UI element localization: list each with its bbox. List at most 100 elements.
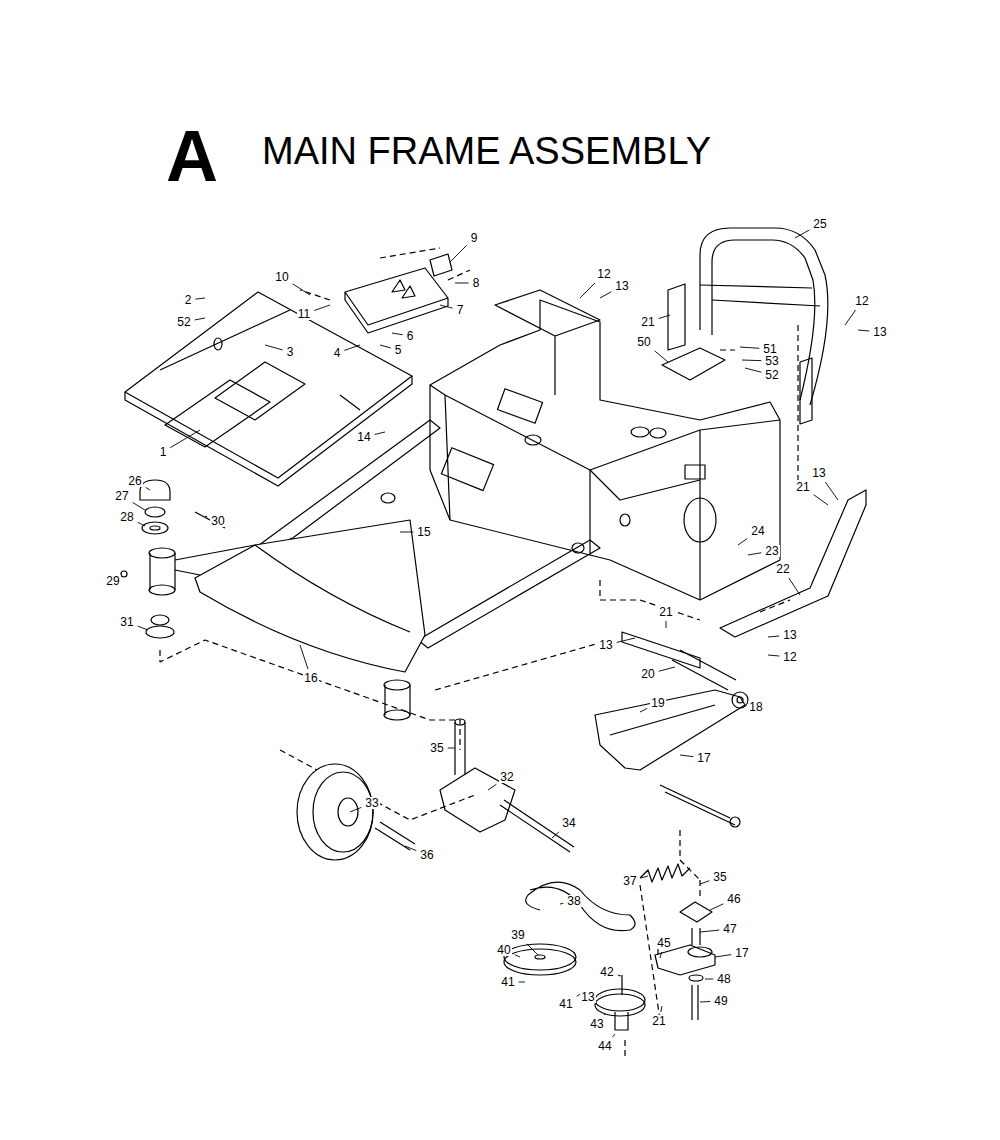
leader-line — [527, 944, 538, 955]
callout-number: 50 — [636, 336, 651, 348]
leader-line — [440, 305, 453, 308]
leader-line — [655, 351, 668, 362]
callout-number: 11 — [297, 308, 311, 320]
leader-line — [604, 1014, 606, 1015]
section-letter: A — [166, 120, 218, 192]
callout-number: 17 — [696, 752, 711, 764]
leader-line — [680, 755, 693, 757]
leader-line — [380, 345, 391, 348]
callout-number: 12 — [854, 295, 869, 307]
leader-line — [205, 516, 207, 518]
floor-pan-edge — [125, 376, 412, 486]
floor-pan-fold — [160, 310, 360, 410]
leader-line — [700, 930, 719, 932]
callout-number: 27 — [114, 490, 129, 502]
leader-line — [600, 292, 611, 298]
plate — [680, 902, 712, 922]
leader-line — [560, 903, 563, 905]
leader-line — [350, 807, 361, 812]
callout-number: 25 — [812, 218, 827, 230]
callout-number: 6 — [406, 330, 415, 342]
leader-line — [618, 975, 621, 977]
callout-number: 13 — [782, 629, 797, 641]
leader-line — [405, 846, 416, 851]
callout-number: 36 — [419, 849, 434, 861]
leader-line — [660, 952, 662, 958]
wheel — [297, 764, 373, 860]
leader-line — [138, 626, 148, 630]
callout-number: 14 — [356, 431, 371, 443]
leader-line — [195, 298, 205, 299]
leader-line — [659, 667, 675, 671]
callout-number: 13 — [598, 639, 613, 651]
callout-number: 29 — [105, 575, 120, 587]
callout-number: 41 — [500, 976, 515, 988]
callout-number: 52 — [176, 316, 191, 328]
callout-number: 9 — [470, 232, 479, 244]
callout-number: 44 — [597, 1040, 612, 1052]
leader-line — [375, 432, 385, 434]
leader-line — [825, 482, 838, 500]
callout-number: 30 — [210, 515, 225, 527]
callout-number: 52 — [764, 369, 779, 381]
leader-line — [293, 284, 310, 295]
leader-line — [710, 904, 723, 910]
leader-line — [789, 578, 800, 595]
leader-line — [314, 305, 330, 310]
leader-line — [858, 330, 869, 331]
leader-line — [515, 955, 520, 957]
callout-number: 21 — [795, 481, 810, 493]
leader-line — [666, 621, 667, 628]
callout-number: 2 — [184, 294, 193, 306]
leader-line — [138, 522, 145, 526]
callout-number: 37 — [622, 875, 637, 887]
callout-number: 48 — [716, 973, 731, 985]
spacer — [375, 822, 415, 850]
callout-number: 41 — [558, 998, 573, 1010]
belt — [526, 882, 635, 931]
leader-line — [617, 638, 635, 642]
diagram-title: MAIN FRAME ASSEMBLY — [262, 132, 711, 170]
callout-number: 53 — [764, 355, 779, 367]
leader-line — [795, 230, 809, 238]
callout-number: 10 — [274, 271, 289, 283]
callout-number: 21 — [658, 606, 673, 618]
callout-number: 42 — [599, 966, 614, 978]
leader-line — [450, 245, 467, 262]
leader-line — [613, 1034, 616, 1037]
callout-number: 17 — [734, 947, 749, 959]
axle — [595, 690, 745, 770]
leader-line — [170, 430, 200, 448]
leader-line — [300, 645, 308, 669]
callout-number: 1 — [159, 446, 168, 458]
callout-number: 46 — [726, 893, 741, 905]
rear-bracket — [720, 490, 866, 637]
callout-number: 12 — [596, 268, 611, 280]
callout-number: 20 — [640, 668, 655, 680]
leader-line — [715, 955, 731, 957]
leader-line — [580, 283, 595, 298]
leader-line — [740, 347, 759, 348]
callout-number: 15 — [416, 526, 431, 538]
callout-number: 51 — [762, 343, 777, 355]
pulley — [504, 944, 576, 970]
leader-line — [742, 360, 761, 362]
idler-pulley — [595, 989, 645, 1011]
leader-line — [745, 368, 761, 372]
leader-line — [814, 495, 828, 505]
callout-number: 35 — [712, 871, 727, 883]
callout-number: 45 — [656, 937, 671, 949]
callout-number: 4 — [333, 347, 342, 359]
leader-line — [552, 832, 559, 838]
main-frame — [430, 300, 780, 600]
callout-number: 31 — [119, 616, 134, 628]
leader-line — [146, 487, 150, 490]
pivot-tube — [672, 650, 736, 690]
callout-number: 40 — [496, 944, 511, 956]
leader-line — [455, 283, 469, 284]
callout-number: 12 — [782, 651, 797, 663]
callout-number: 34 — [561, 817, 576, 829]
callout-number: 3 — [286, 346, 295, 358]
caster-fork — [440, 768, 515, 832]
bracket — [430, 254, 452, 276]
